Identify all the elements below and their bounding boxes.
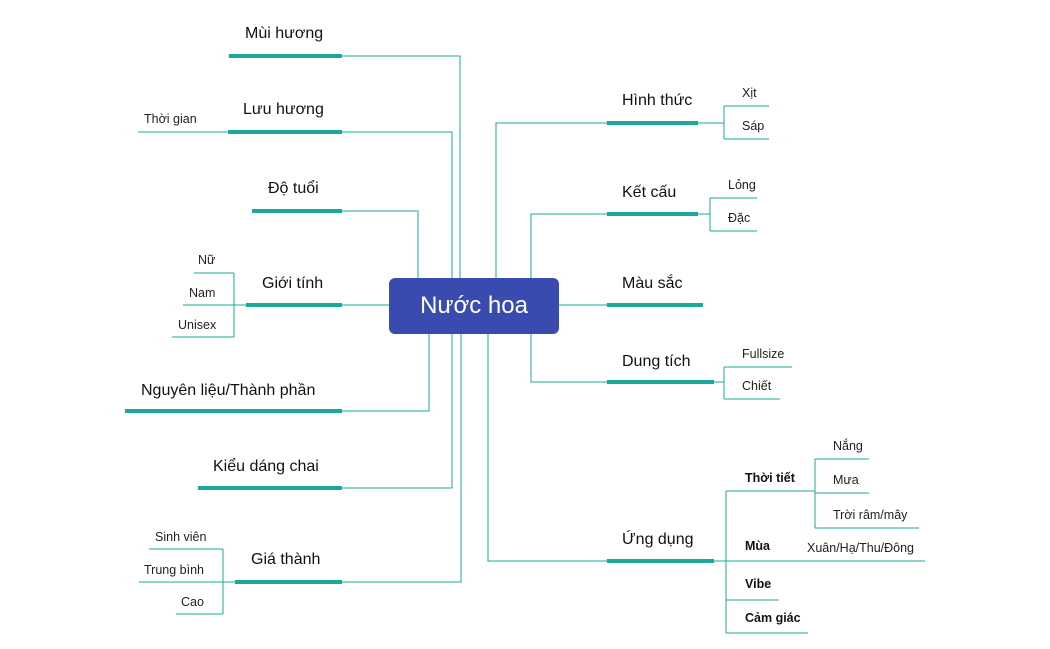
leaf-chiet: Chiết xyxy=(742,379,772,393)
leaf-sap: Sáp xyxy=(742,119,765,133)
sub-branch-mua: Mùa xyxy=(745,539,770,553)
sub-branch-thoi-tiet: Thời tiết xyxy=(745,471,795,485)
leaf-troi-ram-may: Trời râm/mây xyxy=(833,508,908,522)
link-luu-huong xyxy=(342,131,453,278)
link-nguyen-lieu xyxy=(342,334,430,412)
branch-label-ung-dung: Ứng dụng xyxy=(622,531,694,548)
leaf-long: Lỏng xyxy=(728,178,756,192)
leaf-trung-binh: Trung bình xyxy=(144,563,204,577)
link-ket-cau xyxy=(530,213,607,278)
branch-label-luu-huong: Lưu hương xyxy=(243,101,324,118)
leaf-thoi-gian: Thời gian xyxy=(144,112,197,126)
branch-label-do-tuoi: Độ tuổi xyxy=(268,180,319,197)
leaf-nam: Nam xyxy=(189,286,216,300)
central-topic: Nước hoa xyxy=(389,278,559,334)
branch-label-kieu-dang: Kiểu dáng chai xyxy=(213,458,319,475)
leaf-xit: Xịt xyxy=(742,86,757,100)
leaf-xuan-ha-thu-dong: Xuân/Hạ/Thu/Đông xyxy=(807,541,915,555)
sub-branch-cam-giac: Cảm giác xyxy=(745,611,801,625)
leaf-mua-rain: Mưa xyxy=(833,473,859,487)
branch-label-mau-sac: Màu sắc xyxy=(622,275,683,292)
branch-label-dung-tich: Dung tích xyxy=(622,353,691,370)
link-kieu-dang xyxy=(342,334,453,489)
link-gia-thanh xyxy=(342,334,462,583)
link-ung-dung xyxy=(487,334,607,562)
leaf-dac: Đặc xyxy=(728,211,751,225)
branch-label-gioi-tinh: Giới tính xyxy=(262,275,324,292)
branch-label-gia-thanh: Giá thành xyxy=(251,551,321,568)
link-mui-huong xyxy=(342,55,461,278)
leaf-nang: Nắng xyxy=(833,439,863,453)
link-hinh-thuc xyxy=(495,122,607,278)
link-do-tuoi xyxy=(342,210,419,278)
leaf-cao: Cao xyxy=(181,595,204,609)
branch-label-hinh-thuc: Hình thức xyxy=(622,92,693,109)
sub-branch-vibe: Vibe xyxy=(745,577,772,591)
leaf-fullsize: Fullsize xyxy=(742,347,785,361)
leaf-unisex: Unisex xyxy=(178,318,217,332)
branch-label-ket-cau: Kết cấu xyxy=(622,184,677,201)
branch-label-mui-huong: Mùi hương xyxy=(245,25,324,42)
link-dung-tich xyxy=(530,334,607,383)
leaf-sinh-vien: Sinh viên xyxy=(155,530,207,544)
branch-label-nguyen-lieu: Nguyên liệu/Thành phần xyxy=(141,382,316,399)
leaf-nu: Nữ xyxy=(198,253,216,267)
